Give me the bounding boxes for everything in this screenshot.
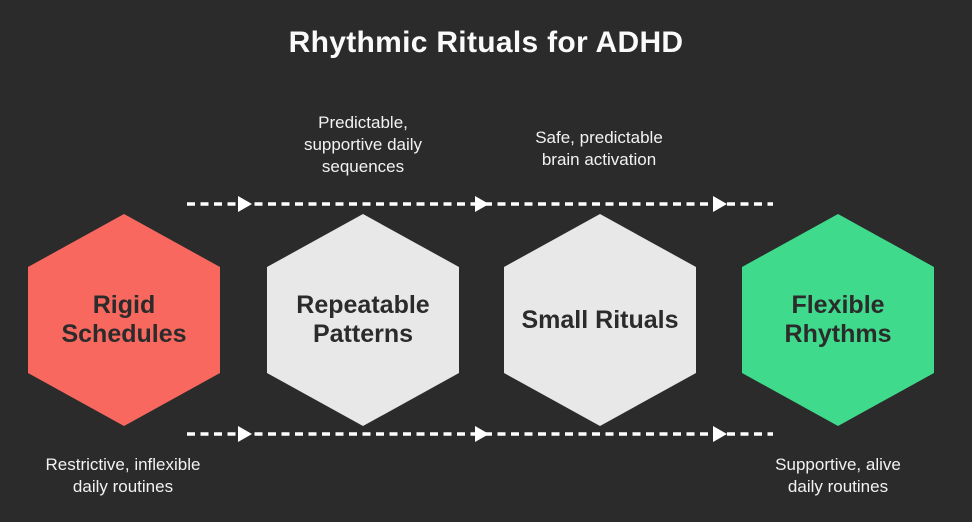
arrowhead-right-icon bbox=[238, 196, 252, 212]
annotation-brain-activation: Safe, predictable brain activation bbox=[535, 128, 663, 169]
arrowhead-right-icon bbox=[713, 426, 727, 442]
annotation-supportive-routines: Supportive, alive daily routines bbox=[775, 455, 901, 496]
hexagon-label: Flexible Rhythms bbox=[784, 291, 892, 348]
arrowhead-right-icon bbox=[475, 426, 489, 442]
arrowhead-right-icon bbox=[238, 426, 252, 442]
hexagon-label: Small Rituals bbox=[521, 305, 679, 334]
annotation-predictable-sequences: Predictable, supportive daily sequences bbox=[303, 113, 423, 176]
hexagon-label: Rigid Schedules bbox=[61, 291, 187, 348]
bottom-dashed-arrow bbox=[187, 426, 773, 442]
arrowhead-right-icon bbox=[475, 196, 489, 212]
annotation-restrictive-routines: Restrictive, inflexible daily routines bbox=[45, 455, 201, 496]
hexagon-label: Repeatable Patterns bbox=[296, 291, 430, 348]
top-dashed-arrow bbox=[187, 196, 773, 212]
page-title: Rhythmic Rituals for ADHD bbox=[288, 26, 684, 59]
arrowhead-right-icon bbox=[713, 196, 727, 212]
